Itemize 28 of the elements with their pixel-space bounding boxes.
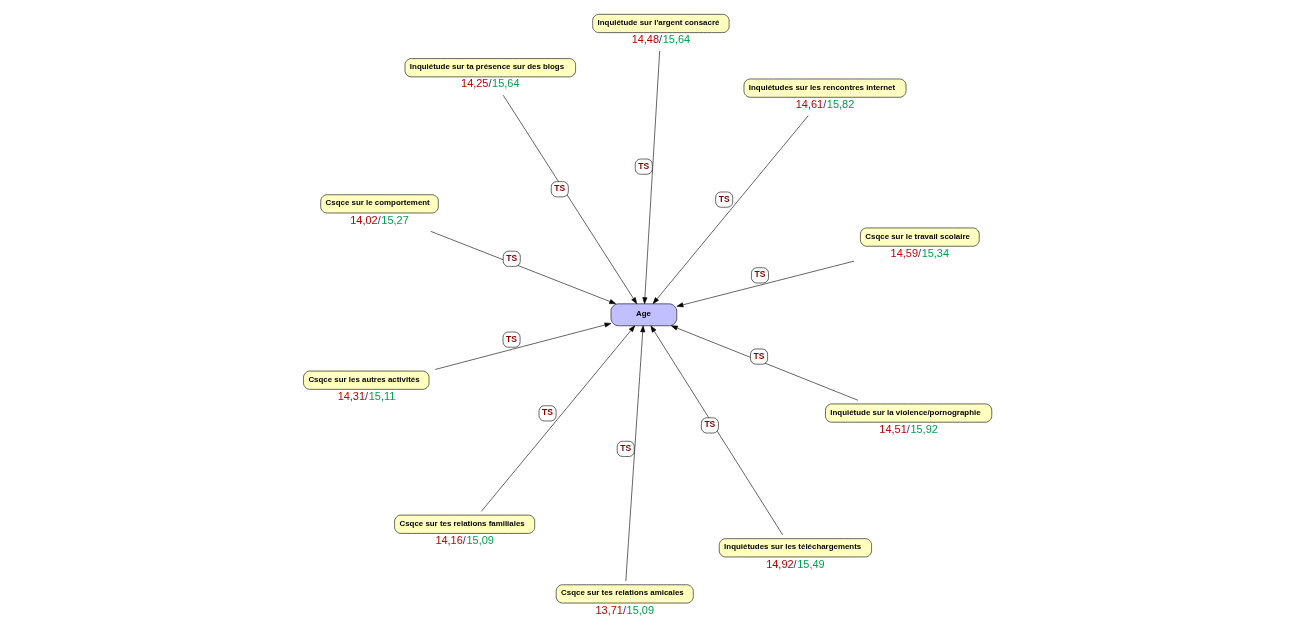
edge-label: TS	[637, 160, 649, 171]
arrow	[676, 260, 854, 308]
edge-label: TS	[718, 193, 730, 204]
node-label: 13,71/15,09	[595, 603, 654, 616]
node-label: 14,16/15,09	[434, 533, 494, 546]
edge-label: TS	[753, 350, 764, 361]
arrow	[625, 325, 645, 582]
node-label: 14,02/15,27	[349, 213, 409, 226]
arrow	[641, 50, 660, 304]
edge-label: TS	[703, 419, 715, 430]
arrow	[650, 325, 783, 536]
edge-label: TS	[541, 407, 553, 418]
arrow	[652, 115, 809, 304]
edge-label: TS	[505, 333, 517, 344]
arrow	[434, 322, 611, 370]
node-label: 14,59/15,34	[890, 246, 949, 259]
edge-label: TS	[619, 442, 631, 453]
arrow	[670, 325, 858, 401]
edge-label: TS	[505, 252, 517, 263]
node-label: 14,48/15,64	[631, 33, 690, 46]
arrow	[429, 231, 616, 305]
node-label: 14,25/15,64	[460, 77, 520, 90]
node-label: 14,61/15,82	[795, 97, 854, 110]
edge-label: TS	[754, 269, 765, 280]
node-label: 14,51/15,92	[878, 422, 938, 435]
node-label: 14,92/15,49	[765, 557, 825, 570]
edge-label: TS	[553, 183, 565, 194]
node-label: 14,31/15,11	[337, 389, 395, 402]
